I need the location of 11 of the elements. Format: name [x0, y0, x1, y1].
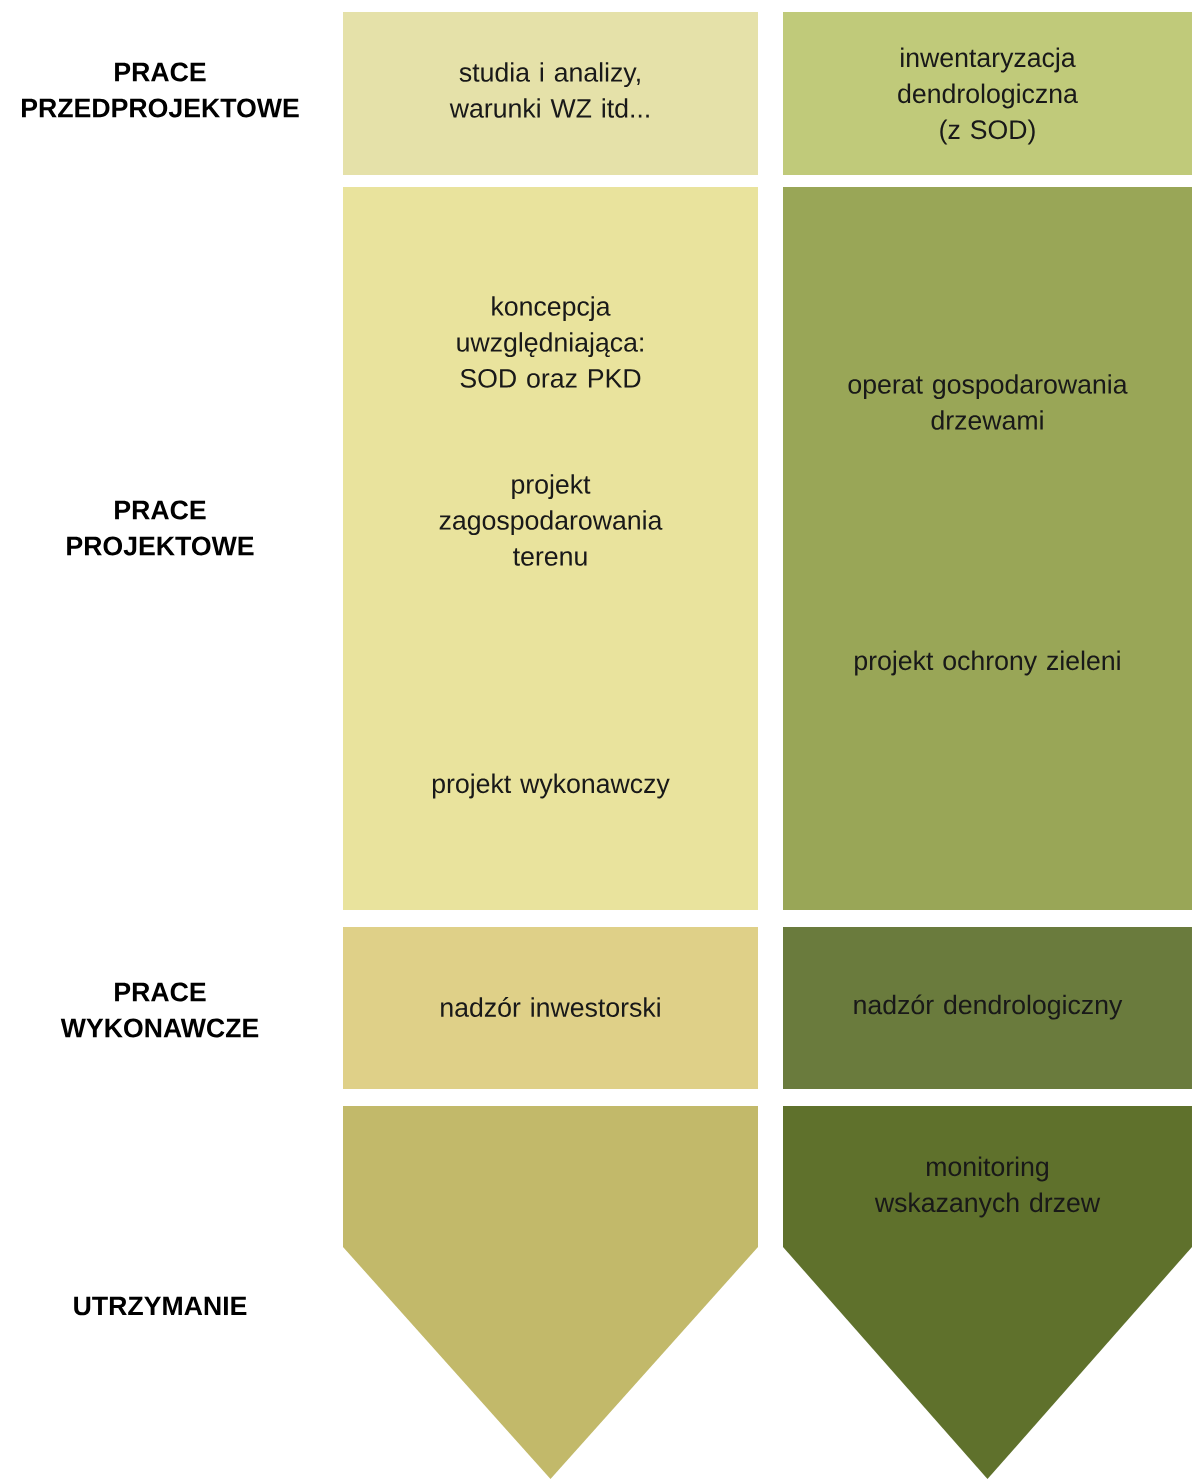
row-heading: PRACE PRZEDPROJEKTOWE: [22, 62, 299, 118]
row-heading: PRACE WYKONAWCZE: [60, 982, 259, 1038]
process-box: nadzór inwestorski: [343, 927, 758, 1089]
pentagon-shape: [343, 1106, 758, 1479]
process-box: nadzór dendrologiczny: [783, 927, 1192, 1089]
process-box: studia i analizy, warunki WZ itd...: [343, 12, 758, 175]
process-box: operat gospodarowania drzewami projekt ochrony zieleni: [783, 187, 1192, 910]
pentagon-box: monitoring wskazanych drzew: [783, 1106, 1192, 1479]
row-heading: UTRZYMANIE: [74, 1296, 247, 1316]
row-heading: PRACE PROJEKTOWE: [67, 500, 254, 556]
process-box: inwentaryzacja dendrologiczna (z SOD): [783, 12, 1192, 175]
